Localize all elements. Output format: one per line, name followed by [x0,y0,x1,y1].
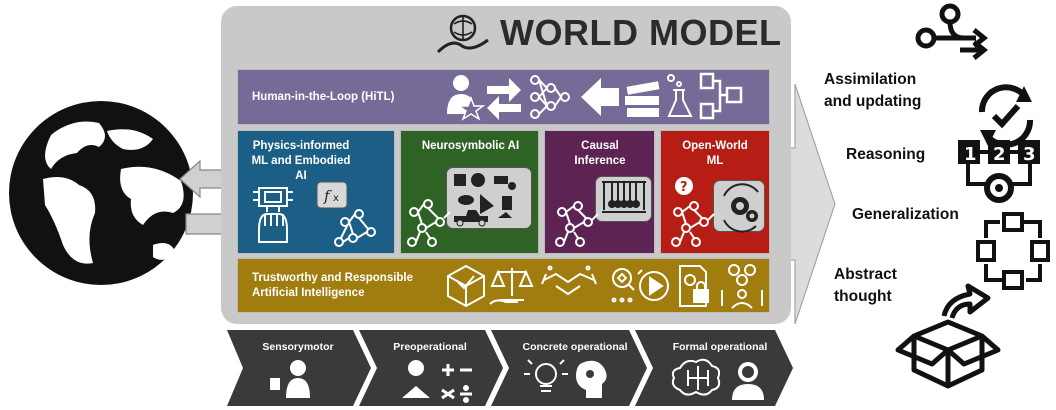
svg-text:1: 1 [964,144,977,165]
brain-circuit-icon [671,358,721,396]
svg-text:3: 3 [1023,144,1036,165]
capability-reasoning: Reasoning [846,146,926,163]
capability-generalization: Generalization [852,206,959,223]
stage-sensorymotor: Sensorymotor [262,341,334,353]
scales-icon [489,268,534,305]
steps-gear-icon: 1 2 3 [958,140,1040,203]
physics-informed-label: Physics-informed ML and Embodied AI [251,140,351,182]
hitl-icons [447,72,743,121]
causal-icons [555,181,646,247]
trustworthy-label: Trustworthy and Responsible Artificial I… [252,272,414,299]
robot-hand-icon [253,187,293,243]
network-icon [407,199,451,247]
search-icon [611,268,635,303]
open-world-ml-label: Open-World ML [682,140,748,167]
capability-abstract-thought: Abstract thought [834,266,897,305]
stage-preoperational: Preoperational [393,341,467,353]
worker-icon [732,362,764,400]
play-icon [637,269,669,301]
head-cog-icon [576,360,607,398]
network-icon [334,209,376,247]
globe-icon [9,101,193,285]
page-title: WORLD MODEL [500,12,782,53]
books-icon [625,81,660,117]
reading-icon [402,360,430,398]
flowchart-icon [699,72,743,120]
svg-text:?: ? [680,180,688,195]
branch-arrows-icon [915,3,989,60]
trust-icons [447,264,763,309]
gears-icon [723,183,759,233]
neurosymbolic-icons [407,173,516,247]
neurosymbolic-label: Neurosymbolic AI [421,140,520,152]
flask-icon [667,74,693,117]
newtons-cradle-icon [602,181,646,213]
stage-concrete-operational: Concrete operational [522,341,628,353]
svg-text:x: x [333,193,339,204]
svg-text:f: f [323,187,332,205]
baby-icon [270,360,310,398]
brain-icon [436,14,489,54]
objects-icon [454,173,516,227]
capability-assimilation: Assimilation and updating [824,71,922,110]
left-arrow-icon [581,78,619,116]
hitl-label: Human-in-the-Loop (HiTL) [252,91,395,103]
network-icon [555,201,599,247]
box-check-icon [447,264,485,308]
question-icon: ? [675,177,693,195]
physics-informed-box: Physics-informed ML and Embodied AI [237,130,395,254]
open-world-icons: ? [671,177,759,247]
svg-text:2: 2 [993,144,1006,165]
cycle-squares-icon [976,212,1050,290]
lock-doc-icon [679,265,709,307]
open-box-icon [895,283,1001,389]
network-icon [671,201,715,247]
handshake-icon [541,265,597,296]
person-star-icon [447,75,486,121]
lightbulb-icon [524,359,568,392]
stage-icons [270,358,764,403]
math-icon [441,364,472,403]
network-icon [530,75,570,119]
refresh-check-icon [978,84,1034,148]
causal-inference-label: Causal Inference [574,140,626,167]
stage-formal-operational: Formal operational [672,341,768,353]
swap-arrows-icon [487,78,521,120]
people-coins-icon [721,264,763,309]
